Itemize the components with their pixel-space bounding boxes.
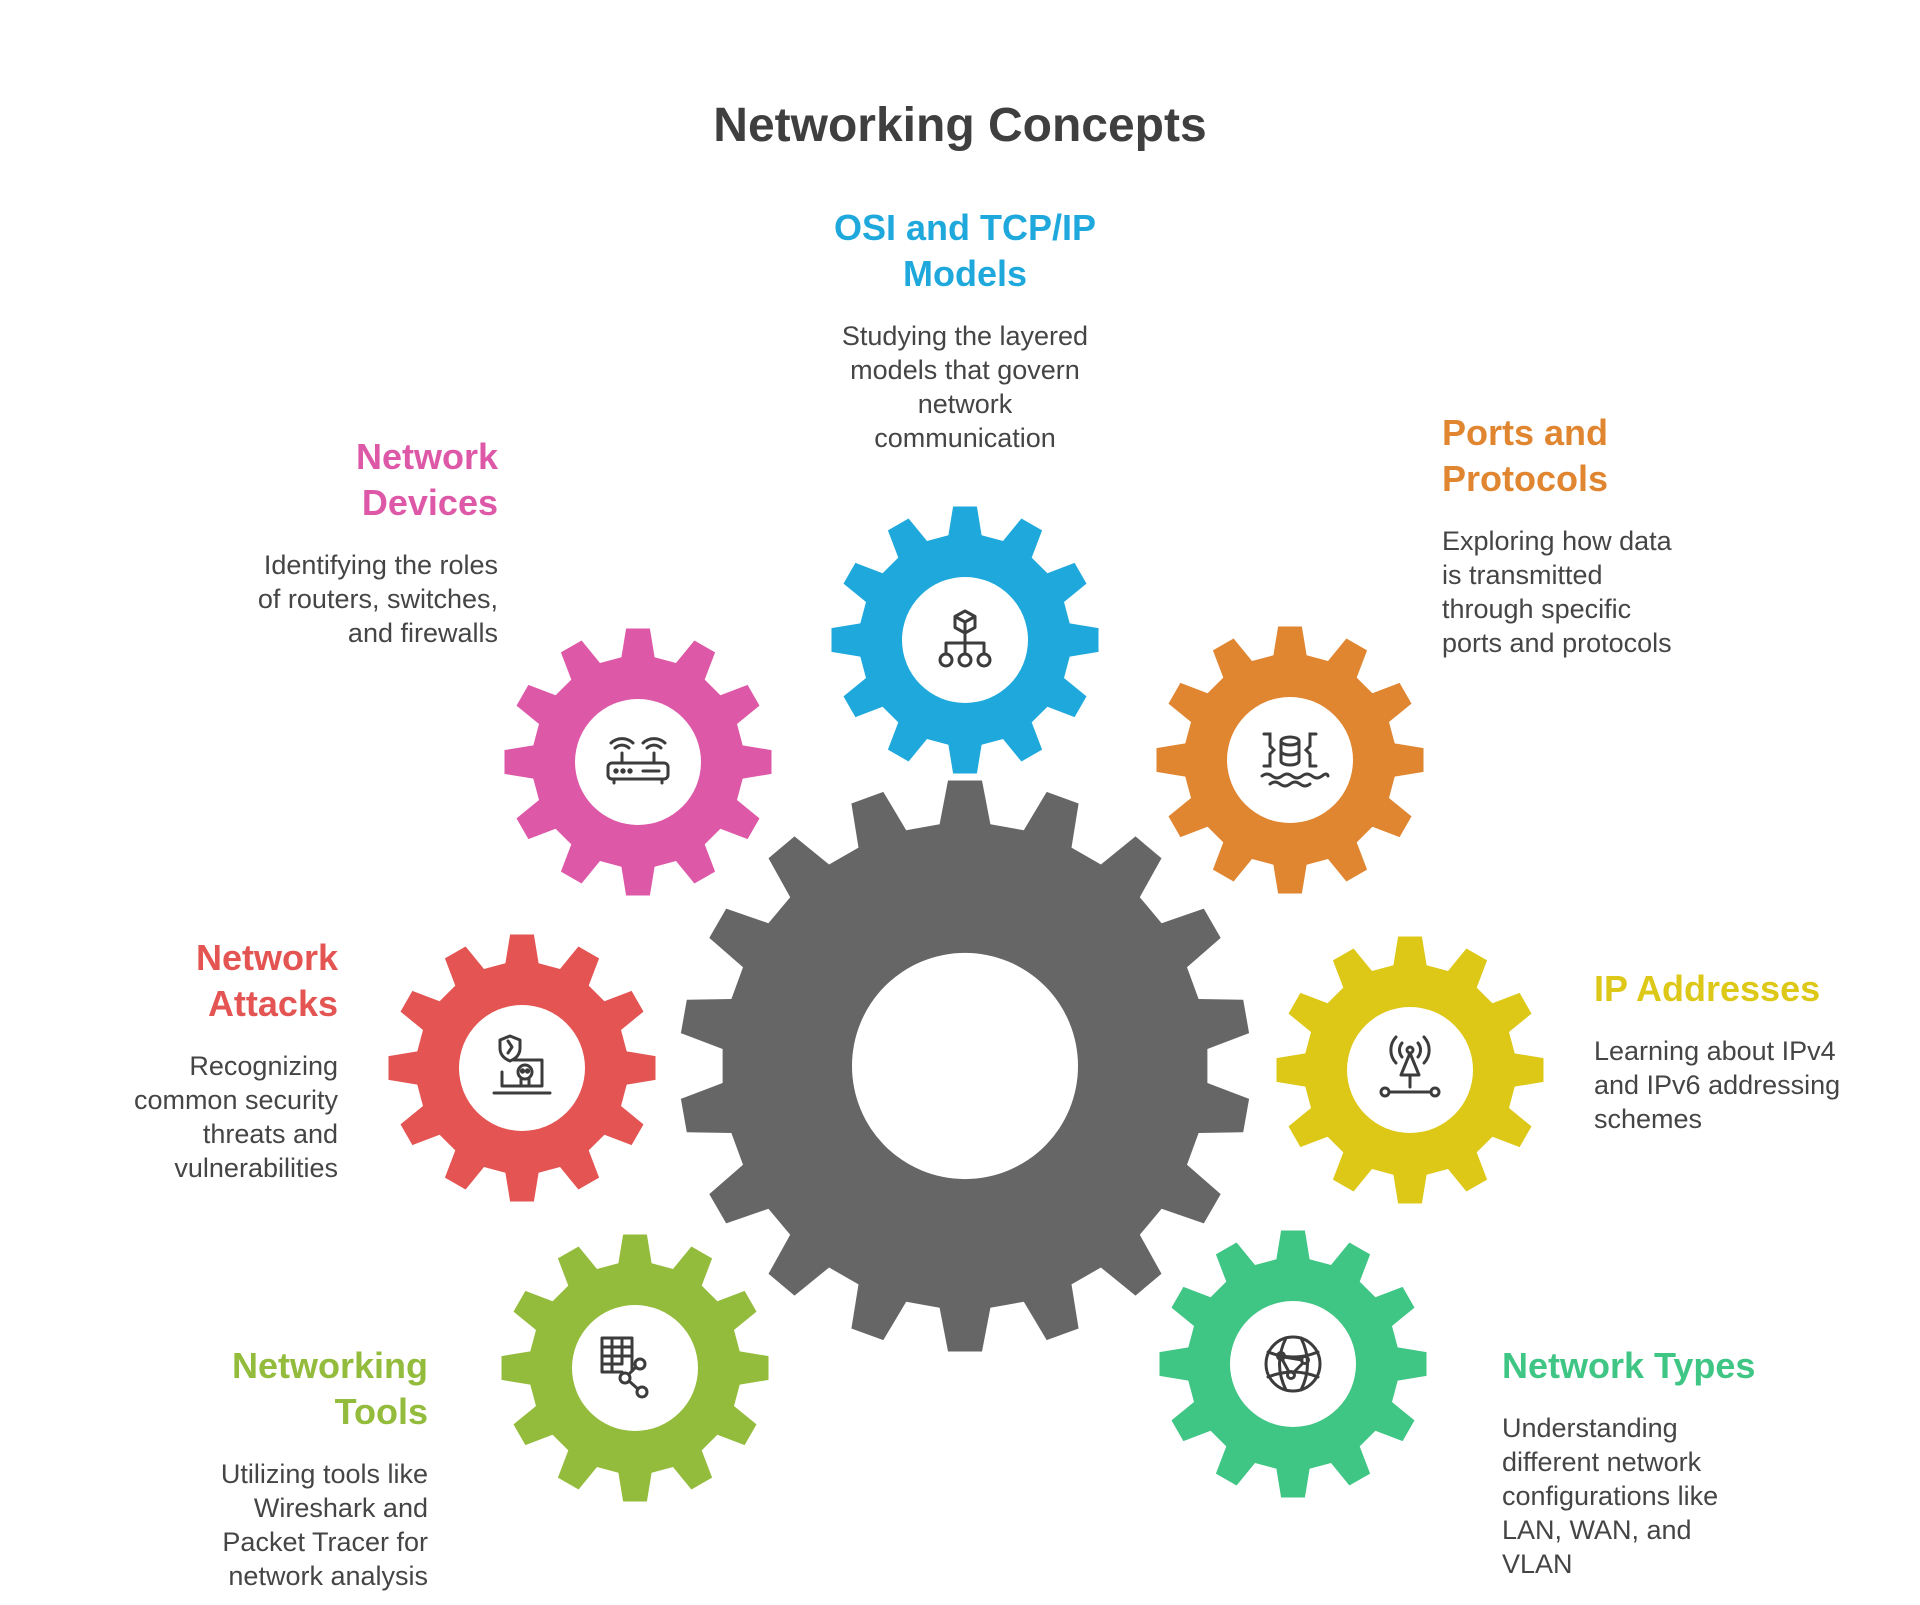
types-desc-line: configurations like — [1502, 1481, 1719, 1511]
attacks-desc-line: vulnerabilities — [174, 1153, 338, 1183]
tools-title: Networking Tools — [150, 1343, 428, 1435]
devices-description: Identifying the roles of routers, switch… — [200, 548, 498, 650]
ip-desc-line: schemes — [1594, 1104, 1703, 1134]
ports-desc-line: ports and protocols — [1442, 628, 1672, 658]
hierarchy-icon — [938, 609, 992, 668]
center-gear — [680, 780, 1250, 1352]
ip-description: Learning about IPv4 and IPv6 addressing … — [1594, 1034, 1894, 1136]
label-ports-protocols: Ports and Protocols Exploring how data i… — [1442, 410, 1742, 660]
types-desc-line: VLAN — [1502, 1549, 1573, 1579]
types-title: Network Types — [1502, 1343, 1802, 1389]
osi-description: Studying the layered models that govern … — [780, 319, 1150, 455]
database-transfer-icon — [1260, 732, 1330, 788]
tools-desc-line: network analysis — [228, 1561, 428, 1591]
ports-desc-line: Exploring how data — [1442, 526, 1672, 556]
attacks-desc-line: Recognizing — [189, 1051, 338, 1081]
devices-desc-line: of routers, switches, — [257, 584, 498, 614]
types-description: Understanding different network configur… — [1502, 1411, 1802, 1581]
devices-title-line2: Devices — [361, 482, 498, 523]
table-share-icon — [600, 1336, 649, 1399]
types-desc-line: Understanding — [1502, 1413, 1678, 1443]
osi-desc-line: network — [917, 389, 1013, 419]
tools-title-line1: Networking — [231, 1345, 428, 1386]
label-ip-addresses: IP Addresses Learning about IPv4 and IPv… — [1594, 966, 1894, 1136]
types-desc-line: LAN, WAN, and — [1502, 1515, 1692, 1545]
label-network-types: Network Types Understanding different ne… — [1502, 1343, 1802, 1581]
ports-description: Exploring how data is transmitted throug… — [1442, 524, 1742, 660]
osi-desc-line: Studying the layered — [841, 321, 1089, 351]
ip-title: IP Addresses — [1594, 966, 1894, 1012]
devices-title: Network Devices — [200, 434, 498, 526]
globe-network-icon — [1264, 1335, 1322, 1393]
osi-title-line1: OSI and TCP/IP — [833, 207, 1097, 248]
types-title-line1: Network Types — [1502, 1345, 1756, 1386]
osi-title: OSI and TCP/IP Models — [780, 205, 1150, 297]
page-title: Networking Concepts — [713, 99, 1207, 152]
ip-desc-line: Learning about IPv4 — [1594, 1036, 1836, 1066]
ports-desc-line: through specific — [1442, 594, 1632, 624]
attacks-description: Recognizing common security threats and … — [80, 1049, 338, 1185]
label-osi-models: OSI and TCP/IP Models Studying the layer… — [780, 205, 1150, 455]
label-network-devices: Network Devices Identifying the roles of… — [200, 434, 498, 650]
tools-description: Utilizing tools like Wireshark and Packe… — [150, 1457, 428, 1593]
attacks-desc-line: threats and — [202, 1119, 338, 1149]
tools-title-line2: Tools — [334, 1391, 428, 1432]
devices-title-line1: Network — [355, 436, 498, 477]
ports-title-line1: Ports and — [1442, 412, 1609, 453]
ports-desc-line: is transmitted — [1442, 560, 1603, 590]
ip-desc-line: and IPv6 addressing — [1594, 1070, 1841, 1100]
laptop-skull-icon — [492, 1034, 552, 1095]
attacks-title: Network Attacks — [80, 935, 338, 1027]
ip-title-line1: IP Addresses — [1594, 968, 1821, 1009]
ports-title: Ports and Protocols — [1442, 410, 1742, 502]
tools-desc-line: Wireshark and — [253, 1493, 428, 1523]
label-networking-tools: Networking Tools Utilizing tools like Wi… — [150, 1343, 428, 1593]
osi-title-line2: Models — [902, 253, 1027, 294]
router-icon — [606, 737, 670, 785]
tools-desc-line: Packet Tracer for — [222, 1527, 428, 1557]
label-network-attacks: Network Attacks Recognizing common secur… — [80, 935, 338, 1185]
devices-desc-line: and firewalls — [347, 618, 498, 648]
attacks-title-line1: Network — [195, 937, 338, 978]
osi-desc-line: communication — [874, 423, 1056, 453]
osi-desc-line: models that govern — [850, 355, 1080, 385]
tools-desc-line: Utilizing tools like — [220, 1459, 428, 1489]
attacks-title-line2: Attacks — [207, 983, 338, 1024]
types-desc-line: different network — [1502, 1447, 1702, 1477]
devices-desc-line: Identifying the roles — [263, 550, 498, 580]
attacks-desc-line: common security — [133, 1085, 338, 1115]
ports-title-line2: Protocols — [1442, 458, 1609, 499]
antenna-network-icon — [1379, 1035, 1441, 1098]
